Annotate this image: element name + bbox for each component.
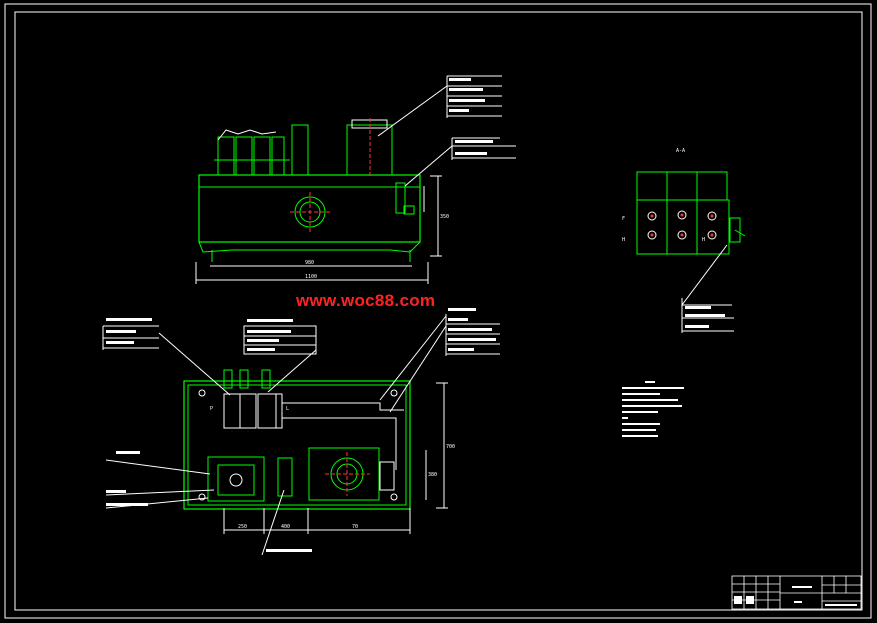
plan-dim-a: 250 <box>238 524 247 530</box>
valve-callout-mid-table <box>243 325 317 355</box>
motor-callout-text-marks <box>449 78 485 112</box>
motor-callout-table <box>446 75 502 118</box>
plan-left-callout-text-marks <box>106 451 312 552</box>
front-view <box>195 85 516 284</box>
gauge-callout-text-marks <box>455 140 493 155</box>
plan-label-p: P <box>210 406 213 412</box>
valve-callout-mid-text-marks <box>247 319 293 351</box>
valve-callout-left-text-marks <box>106 318 152 344</box>
sheet-outer-border <box>4 3 872 619</box>
side-callout-text-marks <box>685 306 725 328</box>
title-block <box>731 575 862 610</box>
sheet-inner-border <box>14 11 863 611</box>
gauge-callout-table <box>451 137 516 160</box>
plan-label-l: L <box>286 406 289 412</box>
side-label-f: F <box>622 216 625 222</box>
valve-callout-left-table <box>102 325 159 350</box>
plan-dim-c: 70 <box>352 524 358 530</box>
front-height-dim: 350 <box>440 214 449 220</box>
plan-dim-b: 400 <box>281 524 290 530</box>
title-block-text-marks <box>734 586 857 606</box>
side-view <box>636 171 746 306</box>
technical-notes-text-marks <box>622 381 684 437</box>
plan-view <box>105 315 448 556</box>
side-view-label: A-A <box>676 148 685 154</box>
plan-dim-height: 700 <box>446 444 455 450</box>
side-label-h-left: H <box>622 237 625 243</box>
plan-dim-right: 380 <box>428 472 437 478</box>
side-label-h-right: H <box>702 237 705 243</box>
front-width-dim: 1100 <box>305 274 317 280</box>
filter-callout-text-marks <box>448 308 496 351</box>
front-inner-dim: 980 <box>305 260 314 266</box>
filter-callout-table <box>445 314 500 356</box>
side-callout-table <box>681 298 734 333</box>
watermark-text: www.woc88.com <box>296 291 436 310</box>
